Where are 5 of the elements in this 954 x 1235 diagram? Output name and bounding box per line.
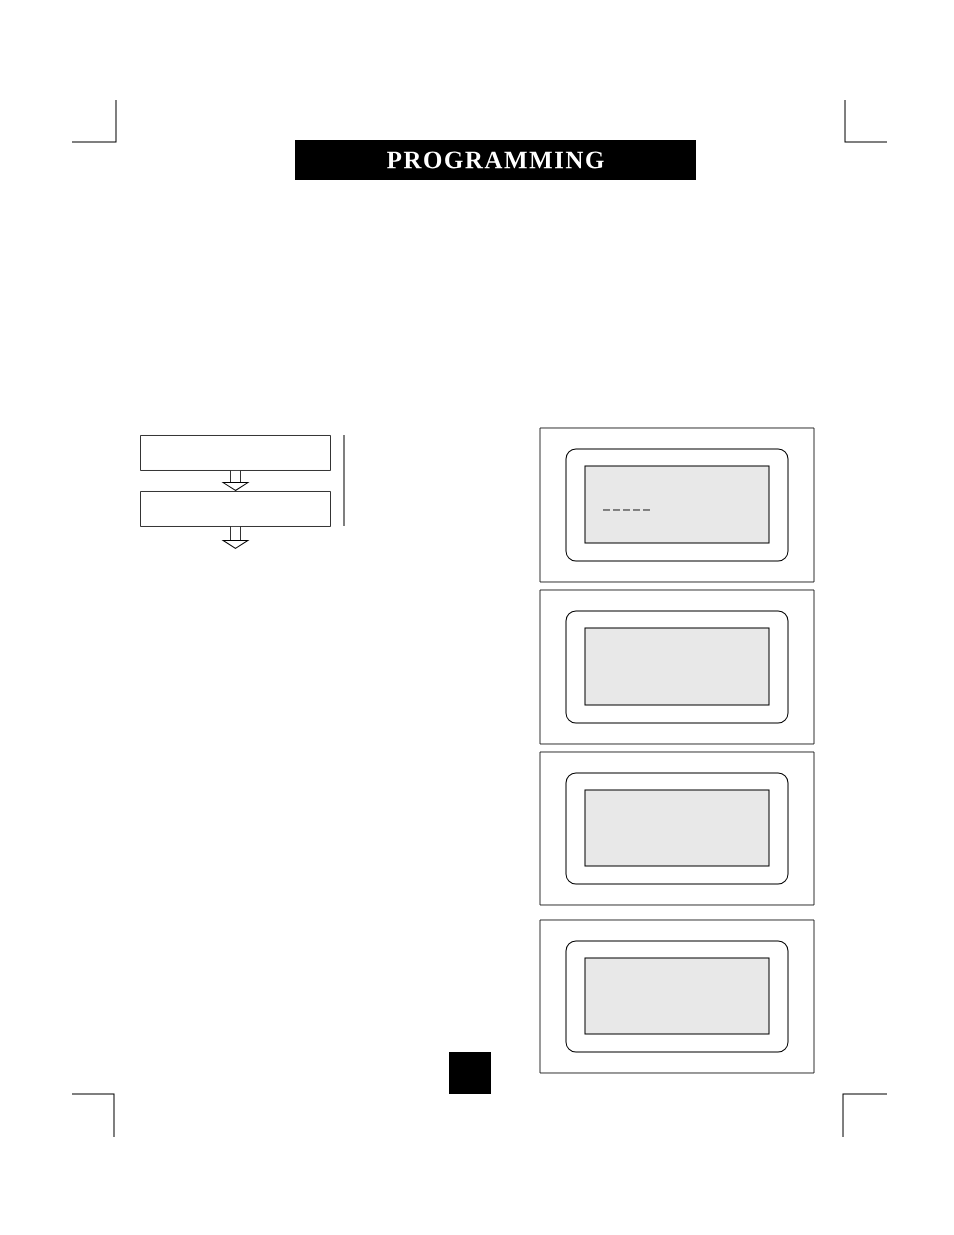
block-arrow bbox=[222, 526, 249, 549]
block-arrow bbox=[222, 470, 249, 491]
process-box bbox=[140, 491, 331, 527]
title-banner: PROGRAMMING bbox=[295, 140, 696, 180]
process-box bbox=[140, 435, 331, 471]
